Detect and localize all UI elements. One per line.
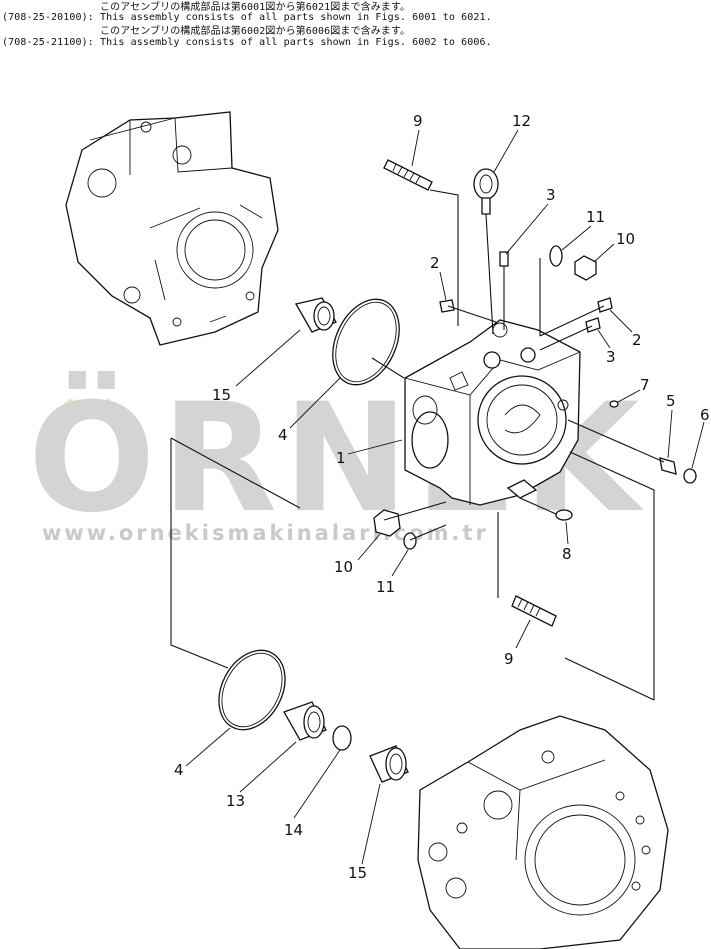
leader-lines <box>170 189 665 701</box>
plug-upper <box>499 251 509 267</box>
callout-3-right: 3 <box>606 348 616 366</box>
nut-upper <box>574 255 597 281</box>
callout-labels: 9 12 3 11 10 2 2 3 7 5 6 15 4 1 10 11 8 … <box>174 112 710 882</box>
callout-pointers <box>185 129 705 865</box>
washer-lower <box>403 532 417 550</box>
callout-8: 8 <box>562 545 572 563</box>
o-ring-item-8 <box>555 509 573 521</box>
needle-bearing-upper <box>295 297 337 333</box>
o-ring-item-6 <box>683 468 697 484</box>
watermark-accent-right <box>96 398 120 410</box>
callout-7: 7 <box>640 376 650 394</box>
eye-bolt <box>473 168 499 215</box>
header-line1-japanese: このアセンブリの構成部品は第6001図から第6021図まで含みます。 <box>100 2 411 13</box>
callout-11-upper: 11 <box>586 208 605 226</box>
callout-2-left: 2 <box>430 254 440 272</box>
header-line2-japanese: このアセンブリの構成部品は第6002図から第6006図まで含みます。 <box>100 26 411 37</box>
center-valve-block <box>404 319 581 506</box>
callout-15-lower: 15 <box>348 864 367 882</box>
callout-5: 5 <box>666 392 676 410</box>
callout-9-upper: 9 <box>413 112 423 130</box>
watermark-accent-left <box>58 398 82 410</box>
o-ring-upper <box>332 298 400 386</box>
callout-15-upper: 15 <box>212 386 231 404</box>
bushing <box>283 701 327 741</box>
plug-right <box>597 297 613 313</box>
stud-bolt-upper <box>383 159 433 191</box>
header-line2-english: This assembly consists of all parts show… <box>100 37 492 48</box>
callout-6: 6 <box>700 406 710 424</box>
header-line1-english: This assembly consists of all parts show… <box>100 12 492 23</box>
callout-1: 1 <box>336 449 346 467</box>
header-line2-part-code: (708-25-21100): <box>2 37 94 48</box>
callout-4-upper: 4 <box>278 426 288 444</box>
callout-3-upper: 3 <box>546 186 556 204</box>
washer-upper <box>549 245 563 267</box>
plug-left <box>439 299 455 313</box>
callout-10-lower: 10 <box>334 558 353 576</box>
callout-9-lower: 9 <box>504 650 514 668</box>
stud-bolt-lower <box>511 595 557 627</box>
callout-11-lower: 11 <box>376 578 395 596</box>
callout-4-lower: 4 <box>174 761 184 779</box>
plug-item-5 <box>659 457 677 475</box>
lower-pump-housing <box>417 715 669 949</box>
callout-13: 13 <box>226 792 245 810</box>
watermark-url: www.ornekismakinalari.com.tr <box>42 521 489 545</box>
header-line1-part-code: (708-25-20100): <box>2 12 94 23</box>
upper-pump-housing <box>65 111 279 346</box>
callout-10-upper: 10 <box>616 230 635 248</box>
callout-14: 14 <box>284 821 303 839</box>
plug-right-lower <box>585 317 601 333</box>
snap-ring <box>332 725 352 751</box>
nut-lower <box>373 509 401 537</box>
needle-bearing-lower <box>369 745 409 783</box>
callout-12: 12 <box>512 112 531 130</box>
callout-2-right: 2 <box>632 331 642 349</box>
o-ring-lower <box>218 649 286 731</box>
o-ring-small <box>609 400 619 408</box>
